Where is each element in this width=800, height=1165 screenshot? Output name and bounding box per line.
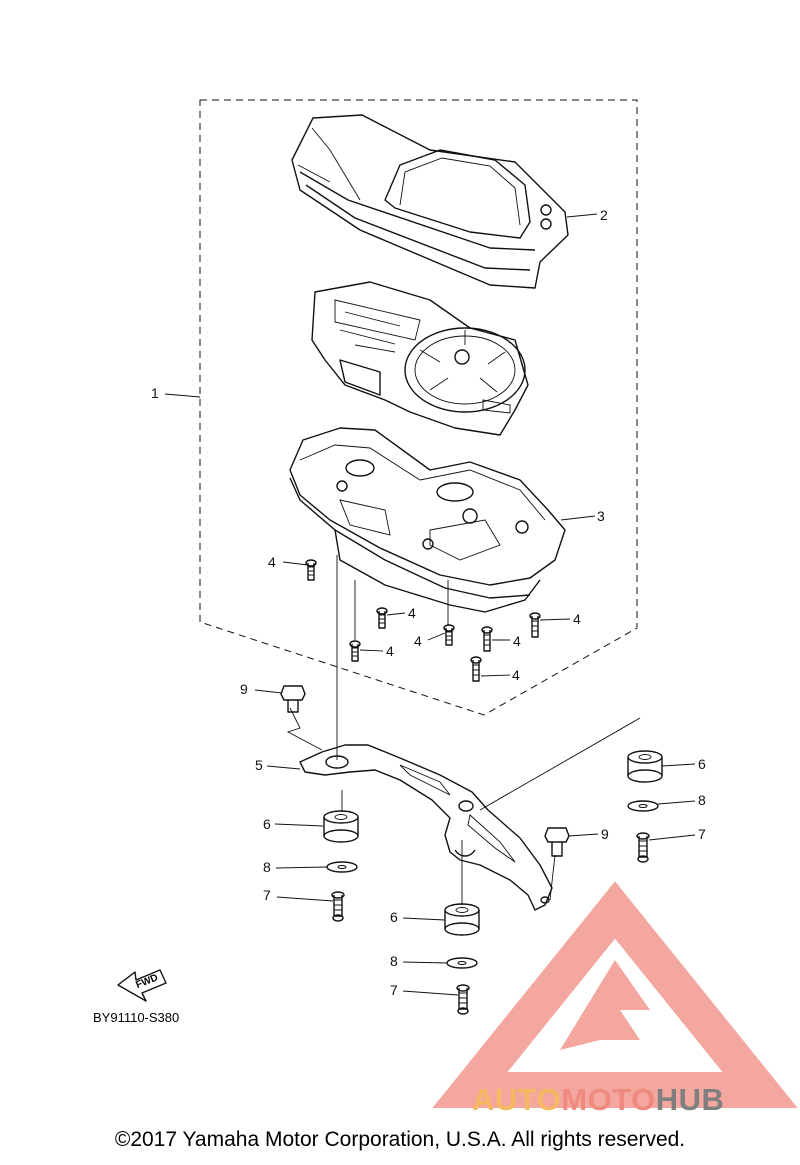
screw (470, 656, 482, 682)
watermark-text-hub: HUB (655, 1082, 725, 1117)
screw (331, 891, 345, 922)
screw (456, 984, 470, 1015)
callout-2: 2 (600, 207, 608, 223)
callout-6: 6 (698, 756, 706, 772)
callout-5: 5 (255, 757, 263, 773)
watermark-text-moto: MOTO (561, 1082, 656, 1117)
watermark-text: AUTOMOTOHUB (472, 1082, 724, 1118)
callout-4: 4 (414, 633, 422, 649)
callout-4: 4 (512, 667, 520, 683)
screws-part-4 (305, 559, 541, 682)
callout-6: 6 (263, 816, 271, 832)
bolts-part-9 (280, 685, 570, 857)
fwd-arrow-icon: FWD (117, 969, 167, 1002)
callout-labels: 1 2 3 4 4 4 4 4 4 4 5 6 6 6 7 7 7 8 8 8 … (151, 207, 706, 998)
callout-9: 9 (601, 826, 609, 842)
callout-7: 7 (263, 887, 271, 903)
callout-8: 8 (698, 792, 706, 808)
washer (446, 957, 478, 969)
callout-8: 8 (390, 953, 398, 969)
dampers-part-6 (323, 750, 663, 936)
bracket-part-5 (299, 744, 553, 911)
screws-part-7 (331, 832, 650, 1015)
guide-lines (286, 555, 641, 905)
damper (444, 903, 480, 936)
screw (305, 559, 317, 581)
callout-3: 3 (597, 508, 605, 524)
callout-9: 9 (240, 681, 248, 697)
meter-cover-part-2 (291, 114, 569, 289)
watermark-text-auto: AUTO (472, 1082, 562, 1117)
callout-4: 4 (513, 633, 521, 649)
screw (349, 640, 361, 662)
screw (636, 832, 650, 863)
meter-board (311, 281, 529, 436)
callout-7: 7 (698, 826, 706, 842)
screw (443, 624, 455, 646)
damper (323, 810, 359, 843)
callout-6: 6 (390, 909, 398, 925)
callout-4: 4 (408, 605, 416, 621)
callout-1: 1 (151, 385, 159, 401)
fwd-label: FWD (134, 972, 159, 991)
callout-7: 7 (390, 982, 398, 998)
damper (627, 750, 663, 783)
bolt (544, 827, 570, 857)
diagram-code: BY91110-S380 (93, 1010, 180, 1025)
callout-4: 4 (573, 611, 581, 627)
washer (326, 861, 358, 873)
watermark-logo (432, 881, 798, 1108)
screw (376, 607, 388, 629)
screw (481, 626, 493, 652)
leader-lines (164, 213, 696, 996)
washer (627, 800, 659, 812)
callout-4: 4 (268, 554, 276, 570)
bolt (280, 685, 306, 713)
callout-8: 8 (263, 859, 271, 875)
assembly-boundary (199, 99, 638, 716)
copyright-notice: ©2017 Yamaha Motor Corporation, U.S.A. A… (114, 1128, 686, 1151)
callout-4: 4 (386, 643, 394, 659)
meter-case-part-3 (289, 427, 566, 613)
screw (529, 612, 541, 638)
